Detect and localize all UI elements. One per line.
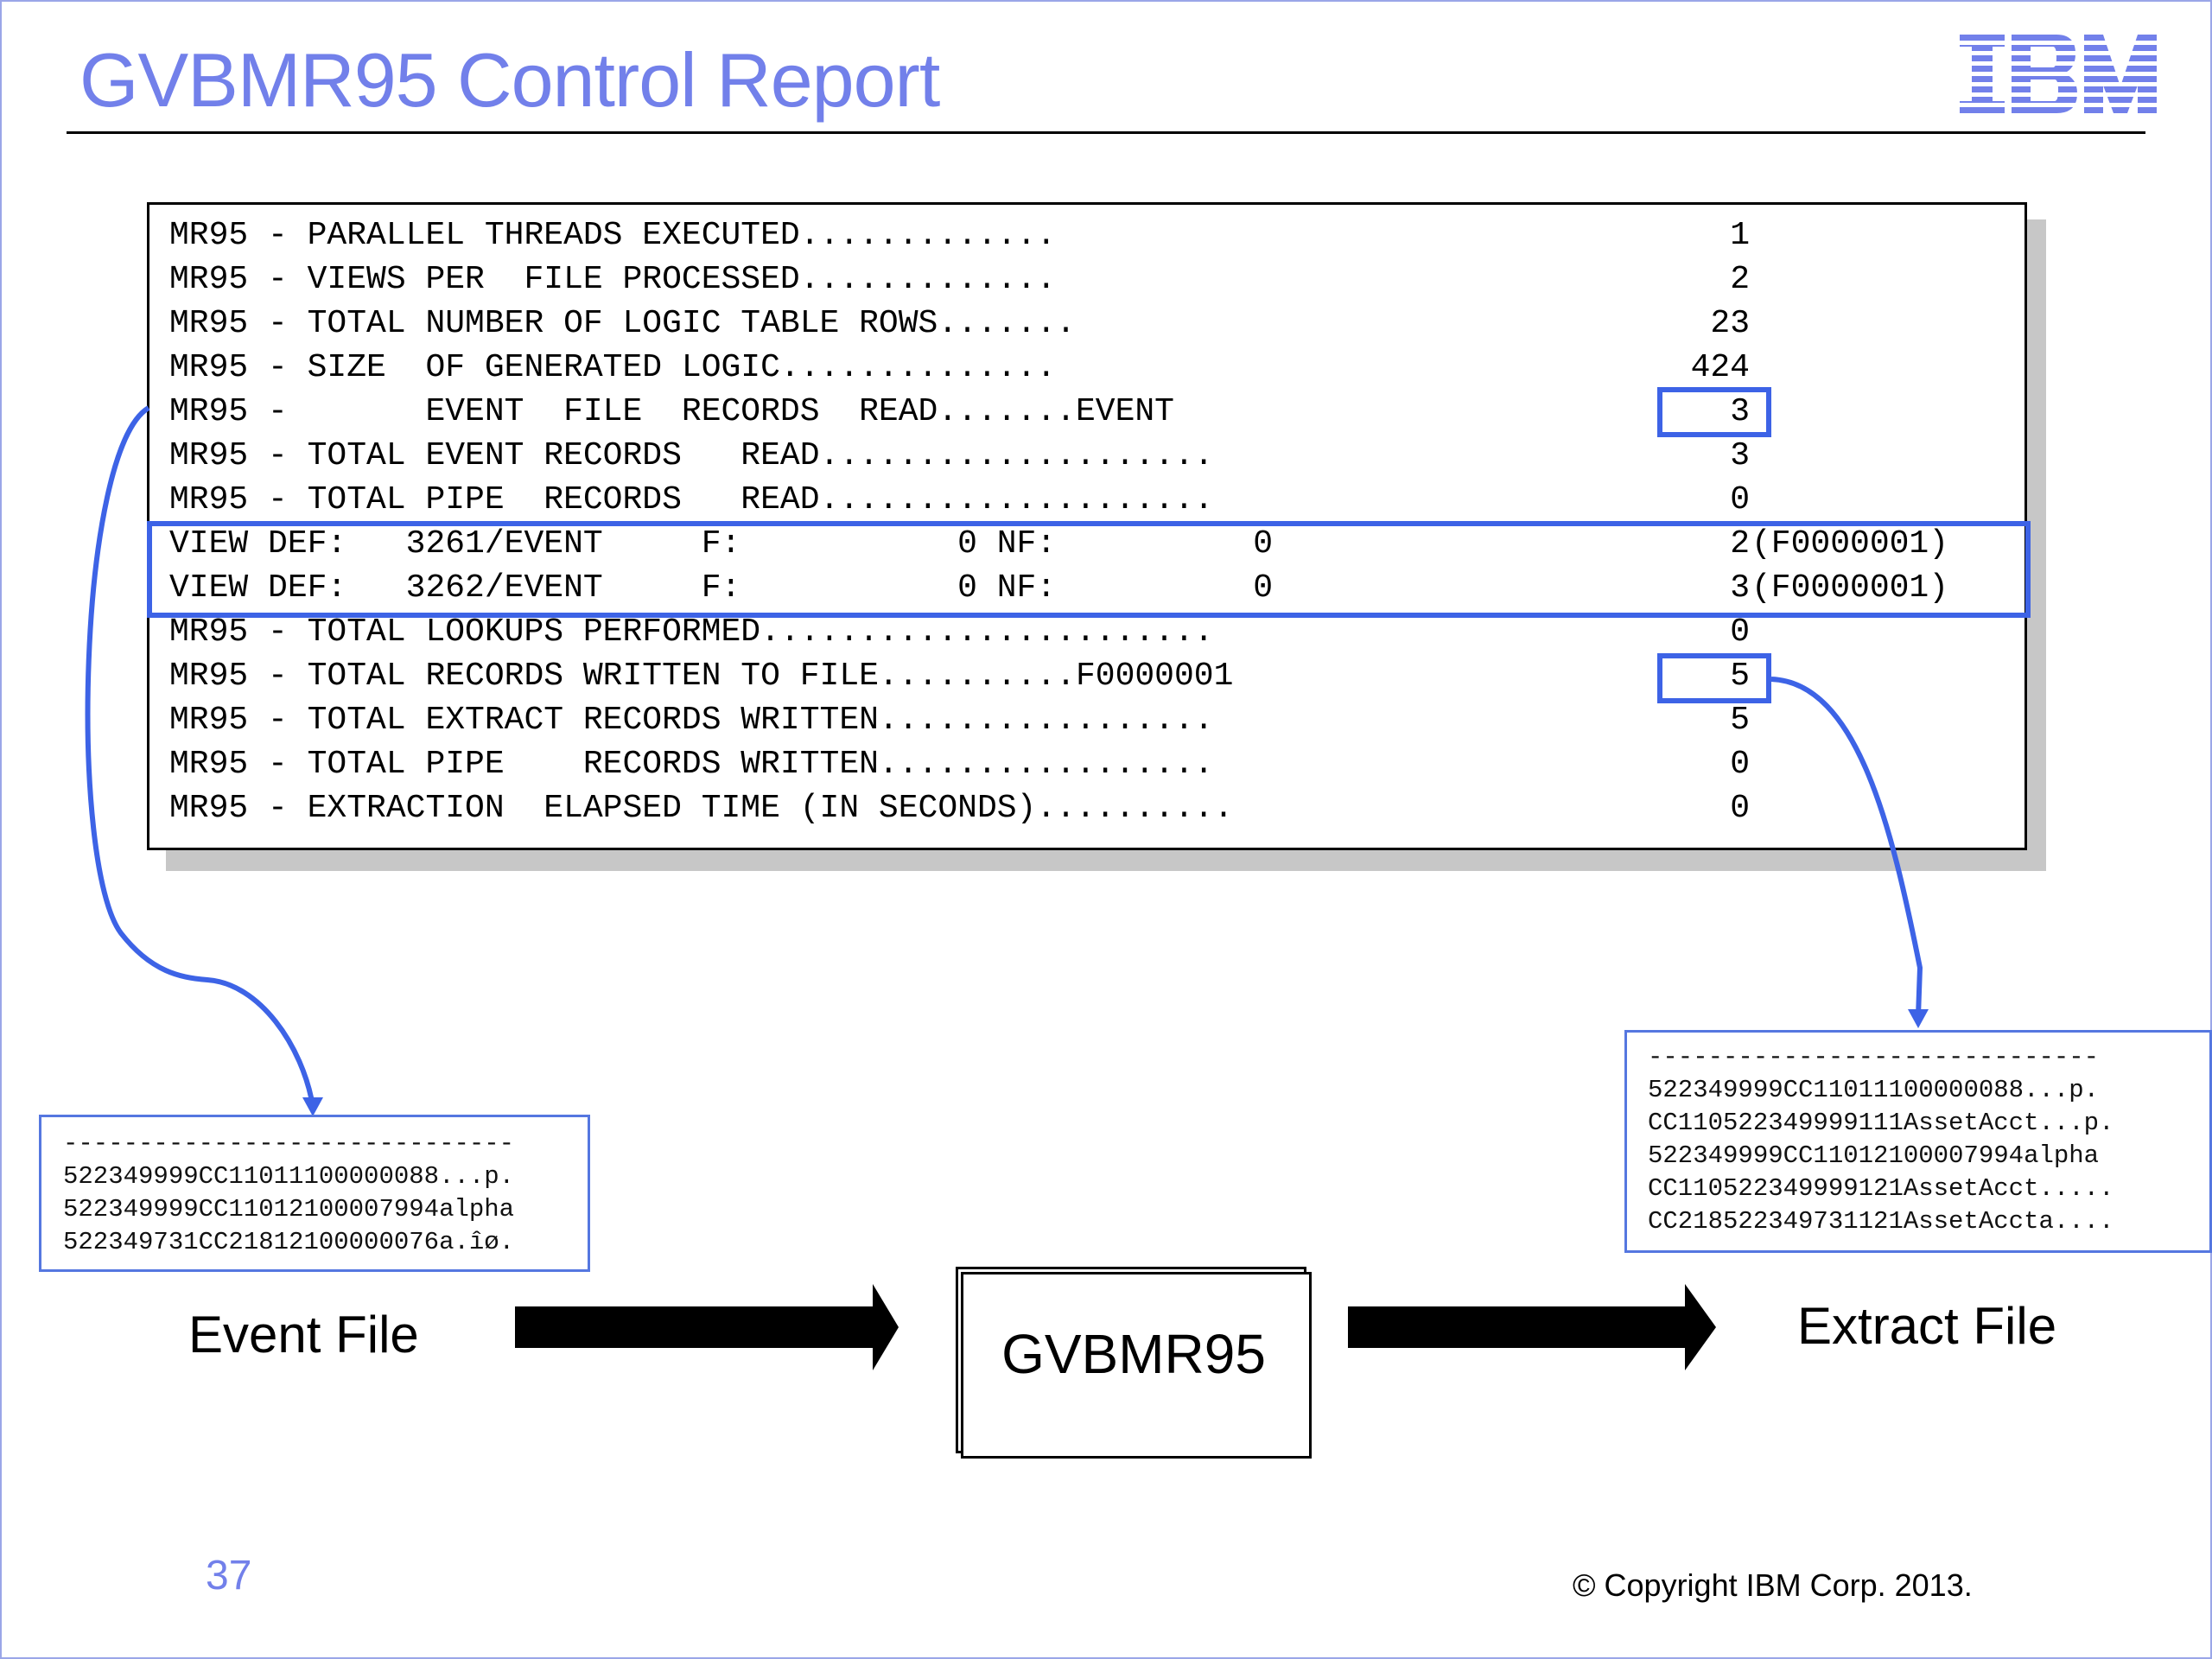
report-value: 424: [1690, 349, 1750, 386]
event-connector: [85, 405, 315, 1107]
data-line: CC110522349999111AssetAcct...p.: [1648, 1109, 2114, 1137]
data-line: 522349999CC11012100007994alpha: [63, 1195, 515, 1224]
data-line: ------------------------------: [1648, 1043, 2100, 1071]
program-label: GVBMR95: [1001, 1323, 1266, 1385]
report-value: 0: [1730, 481, 1750, 518]
report-line: MR95 - EVENT FILE RECORDS READ.......EVE…: [169, 393, 1174, 430]
data-line: 522349731CC21812100000076a.îø.: [63, 1228, 515, 1256]
report-line: MR95 - VIEWS PER FILE PROCESSED.........…: [169, 261, 1057, 298]
report-value: 3: [1730, 437, 1750, 474]
report-value: 2: [1730, 525, 1750, 563]
report-value: 3: [1730, 569, 1750, 607]
extract-arrowhead: [1908, 1009, 1929, 1028]
extract-connector: [1770, 677, 1923, 1017]
control-report-box: [147, 202, 2027, 850]
extract-file-label: Extract File: [1797, 1297, 2057, 1355]
page-number: 37: [206, 1553, 252, 1599]
data-line: 522349999CC11012100007994alpha: [1648, 1141, 2100, 1170]
data-line: ------------------------------: [63, 1129, 515, 1158]
gvbmr95-program-box: [956, 1267, 1312, 1459]
view-def-line: VIEW DEF: 3261/EVENT F: 0 NF: 0: [169, 525, 1274, 563]
report-line: MR95 - TOTAL EXTRACT RECORDS WRITTEN....…: [169, 702, 1214, 739]
report-suffix: (F0000001): [1751, 525, 1949, 563]
view-def-highlight: [147, 521, 2031, 618]
report-value: 1: [1730, 217, 1750, 254]
report-value: 0: [1730, 746, 1750, 783]
data-line: CC110522349999121AssetAcct.....: [1648, 1174, 2114, 1203]
title-rule: [67, 131, 2145, 134]
data-line: 522349999CC11011100000088...p.: [1648, 1076, 2100, 1104]
report-value: 5: [1730, 658, 1750, 695]
event-arrowhead: [302, 1097, 323, 1116]
event-records-highlight: [1657, 387, 1771, 437]
report-value: 5: [1730, 702, 1750, 739]
report-line: MR95 - PARALLEL THREADS EXECUTED........…: [169, 217, 1057, 254]
report-line: MR95 - TOTAL PIPE RECORDS WRITTEN.......…: [169, 746, 1214, 783]
report-line: MR95 - SIZE OF GENERATED LOGIC..........…: [169, 349, 1057, 386]
arrow-event-to-program: [515, 1284, 899, 1370]
view-def-line: VIEW DEF: 3262/EVENT F: 0 NF: 0: [169, 569, 1274, 607]
report-suffix: (F0000001): [1751, 569, 1949, 607]
extract-file-data-box: ------------------------------ 522349999…: [1624, 1030, 2212, 1253]
records-written-highlight: [1657, 653, 1771, 703]
report-line: MR95 - TOTAL NUMBER OF LOGIC TABLE ROWS.…: [169, 305, 1076, 342]
report-value: 3: [1730, 393, 1750, 430]
event-file-data-box: ------------------------------ 522349999…: [39, 1115, 590, 1272]
ibm-logo: [1960, 35, 2157, 113]
data-line: 522349999CC11011100000088...p.: [63, 1162, 515, 1191]
report-line: MR95 - TOTAL RECORDS WRITTEN TO FILE....…: [169, 658, 1234, 695]
slide-title: GVBMR95 Control Report: [79, 37, 940, 123]
report-line: MR95 - TOTAL LOOKUPS PERFORMED..........…: [169, 613, 1214, 651]
report-line: MR95 - TOTAL EVENT RECORDS READ.........…: [169, 437, 1214, 474]
report-value: 0: [1730, 790, 1750, 827]
data-line: CC218522349731121AssetAccta....: [1648, 1207, 2114, 1236]
report-value: 23: [1710, 305, 1750, 342]
arrow-program-to-extract: [1348, 1284, 1716, 1370]
report-line: MR95 - TOTAL PIPE RECORDS READ..........…: [169, 481, 1214, 518]
copyright: © Copyright IBM Corp. 2013.: [1573, 1567, 1973, 1603]
report-value: 2: [1730, 261, 1750, 298]
report-line: MR95 - EXTRACTION ELAPSED TIME (IN SECON…: [169, 790, 1234, 827]
event-file-label: Event File: [188, 1306, 419, 1363]
report-value: 0: [1730, 613, 1750, 651]
program-box-inner: [961, 1272, 1312, 1459]
